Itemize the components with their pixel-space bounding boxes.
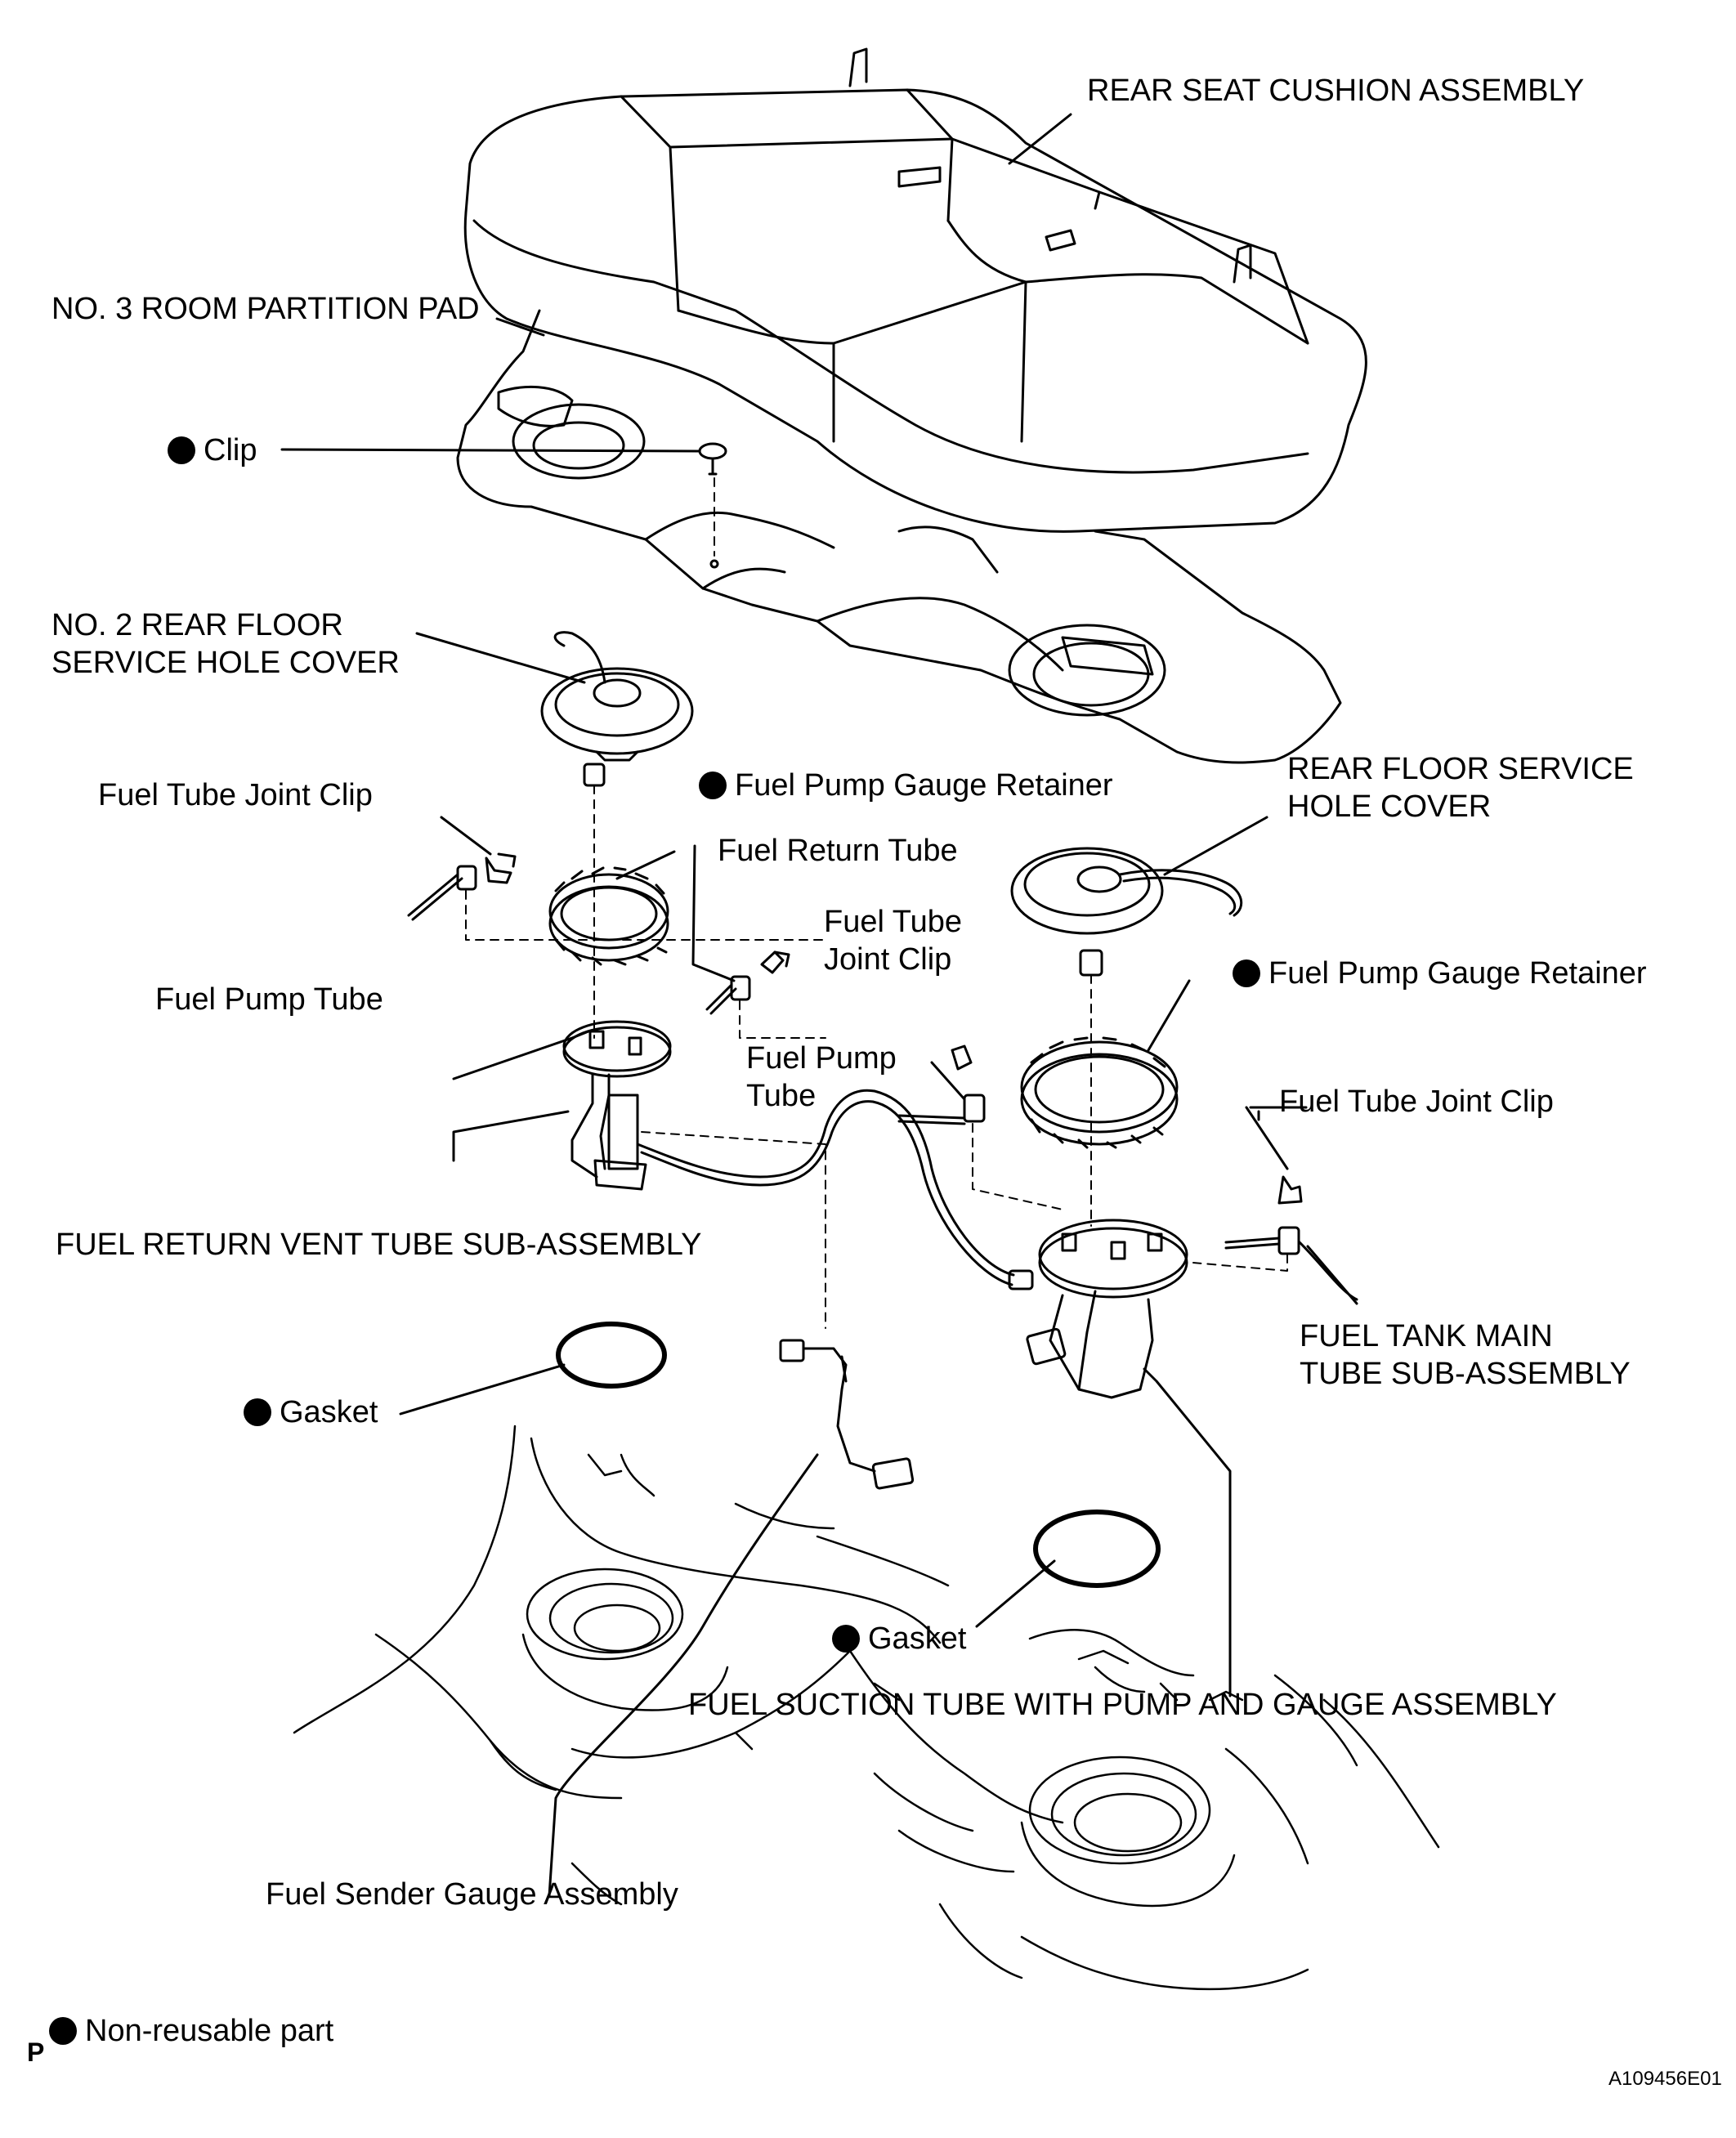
label-pump-tube-mid-line2: Tube	[746, 1079, 817, 1113]
rear-service-hole-cover-drawing	[1010, 816, 1268, 1227]
retainer-left-drawing	[548, 866, 669, 966]
label-pump-tube-left: Fuel Pump Tube	[155, 982, 383, 1017]
label-gasket-right: Gasket	[832, 1620, 966, 1657]
gasket-right-drawing	[975, 1510, 1161, 1628]
label-retainer-left: Fuel Pump Gauge Retainer	[699, 767, 1113, 804]
non-reusable-marker-icon	[49, 2017, 77, 2045]
label-rear-cover-line2: HOLE COVER	[1287, 789, 1492, 824]
clip-drawing	[698, 442, 727, 569]
label-retainer-left-text: Fuel Pump Gauge Retainer	[735, 768, 1113, 803]
floor-pan-drawing	[293, 1425, 1440, 1991]
legend-non-reusable-text: Non-reusable part	[85, 2014, 334, 2048]
label-rear-cover-line1: REAR FLOOR SERVICE	[1287, 752, 1634, 786]
label-retainer-right-text: Fuel Pump Gauge Retainer	[1268, 956, 1647, 991]
room-partition-pad-drawing	[456, 309, 1342, 764]
label-clip: Clip	[168, 432, 257, 469]
label-no2-cover-line2: SERVICE HOLE COVER	[51, 646, 400, 680]
p-mark: P	[27, 2037, 45, 2067]
retainer-right-drawing	[1020, 979, 1191, 1149]
label-sender-gauge: Fuel Sender Gauge Assembly	[266, 1877, 678, 1912]
fuel-sender-gauge-drawing	[548, 1131, 915, 1898]
label-retainer-right: Fuel Pump Gauge Retainer	[1233, 955, 1647, 992]
non-reusable-marker-icon	[244, 1398, 271, 1426]
label-main-tube-line2: TUBE SUB-ASSEMBLY	[1300, 1357, 1631, 1391]
figure-code: A109456E01	[1608, 2068, 1722, 2090]
rear-seat-cushion-drawing	[463, 47, 1367, 533]
leader-lines	[280, 113, 1358, 1305]
return-tube-drawing	[691, 844, 826, 1039]
non-reusable-marker-icon	[832, 1625, 860, 1653]
left-pump-tube-drawing	[407, 816, 826, 941]
label-main-tube-line1: FUEL TANK MAIN	[1300, 1319, 1553, 1353]
label-gasket-left: Gasket	[244, 1393, 378, 1431]
no2-service-hole-cover-drawing	[540, 631, 694, 762]
label-no2-cover-line1: NO. 2 REAR FLOOR	[51, 608, 343, 642]
gasket-left-drawing	[399, 1322, 667, 1416]
non-reusable-marker-icon	[1233, 959, 1260, 987]
label-suction-tube: FUEL SUCTION TUBE WITH PUMP AND GAUGE AS…	[688, 1688, 1557, 1722]
legend-non-reusable: Non-reusable part	[49, 2012, 333, 2050]
label-joint-clip-right: Fuel Tube Joint Clip	[1279, 1085, 1554, 1119]
label-gasket-left-text: Gasket	[280, 1395, 378, 1429]
label-clip-text: Clip	[204, 433, 257, 467]
label-joint-clip-mid-line2: Joint Clip	[824, 942, 952, 977]
label-pump-tube-mid-line1: Fuel Pump	[746, 1041, 897, 1076]
label-joint-clip-mid-line1: Fuel Tube	[824, 905, 962, 939]
non-reusable-marker-icon	[699, 772, 727, 799]
label-return-tube: Fuel Return Tube	[718, 834, 958, 868]
cover-connector-drawing	[583, 763, 606, 1039]
right-pump-tube-drawing	[897, 1044, 1063, 1210]
label-room-partition-pad: NO. 3 ROOM PARTITION PAD	[51, 292, 480, 326]
fuel-return-vent-tube-drawing	[562, 1020, 1034, 1290]
label-rear-seat-cushion: REAR SEAT CUSHION ASSEMBLY	[1087, 74, 1585, 108]
label-joint-clip-left: Fuel Tube Joint Clip	[98, 778, 373, 812]
non-reusable-marker-icon	[168, 436, 195, 464]
label-return-vent-tube: FUEL RETURN VENT TUBE SUB-ASSEMBLY	[56, 1228, 702, 1262]
label-gasket-right-text: Gasket	[868, 1621, 967, 1656]
fuel-suction-tube-pump-drawing	[1026, 1219, 1232, 1697]
fuel-tank-main-tube-drawing	[1192, 1106, 1358, 1301]
